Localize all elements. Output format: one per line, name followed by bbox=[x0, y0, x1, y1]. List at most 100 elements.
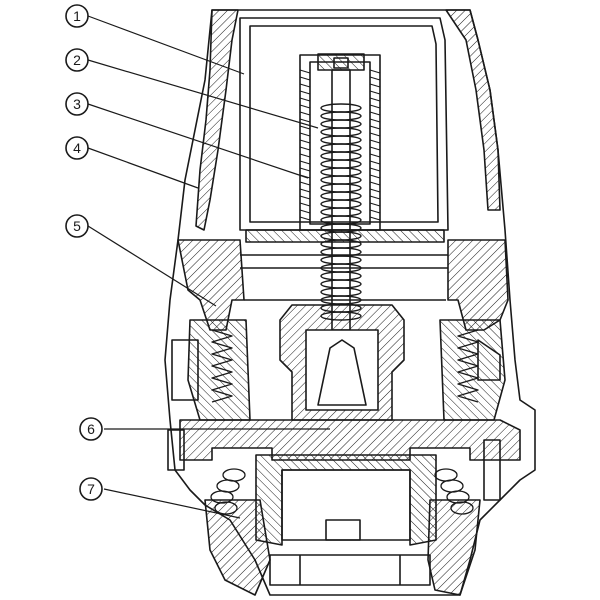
base-right-fitting bbox=[427, 499, 481, 596]
right-thread-block bbox=[439, 319, 506, 421]
leader-line-1 bbox=[87, 15, 245, 75]
sleeve-rib bbox=[299, 167, 311, 172]
sleeve-rib bbox=[369, 132, 381, 137]
spring-coil bbox=[320, 287, 362, 297]
left-mid-body bbox=[177, 239, 245, 331]
sleeve-rib bbox=[299, 76, 311, 81]
sleeve-rib bbox=[369, 188, 381, 193]
callout-3-label: 3 bbox=[73, 96, 81, 112]
sleeve-rib bbox=[299, 118, 311, 123]
sleeve-rib bbox=[369, 104, 381, 109]
sleeve-rib bbox=[299, 125, 311, 130]
sleeve-rib bbox=[369, 125, 381, 130]
sleeve-rib bbox=[369, 76, 381, 81]
sleeve-rib bbox=[299, 69, 311, 74]
callout-5-circle bbox=[65, 214, 89, 238]
sleeve-rib bbox=[369, 195, 381, 200]
sleeve-rib bbox=[369, 111, 381, 116]
leader-line-2 bbox=[87, 59, 319, 129]
spring-coil bbox=[320, 207, 362, 217]
base-left-fitting bbox=[204, 499, 271, 596]
sleeve-rib bbox=[299, 209, 311, 214]
bottom-cup-inner bbox=[281, 469, 411, 541]
callout-2-circle bbox=[65, 48, 89, 72]
callout-4-label: 4 bbox=[73, 140, 81, 156]
inner-shell bbox=[239, 17, 449, 231]
left-side-nipple bbox=[167, 429, 185, 471]
spring-coil bbox=[320, 127, 362, 137]
sleeve-rib bbox=[369, 83, 381, 88]
sleeve-rib bbox=[369, 153, 381, 158]
sleeve-rib bbox=[369, 216, 381, 221]
sleeve-rib bbox=[369, 167, 381, 172]
left-housing-wall bbox=[195, 9, 239, 231]
inner-shell-liner bbox=[249, 25, 439, 223]
sleeve-rib bbox=[369, 160, 381, 165]
sleeve-rib bbox=[369, 90, 381, 95]
spring-coil bbox=[320, 135, 362, 145]
sleeve-rib bbox=[299, 160, 311, 165]
callout-7-circle bbox=[79, 477, 103, 501]
sleeve-rib bbox=[369, 69, 381, 74]
base-bottom-ring bbox=[269, 554, 431, 586]
leader-line-5 bbox=[87, 225, 217, 307]
drawing-body bbox=[164, 9, 536, 596]
lower-valve-body bbox=[179, 419, 521, 461]
callout-3-circle bbox=[65, 92, 89, 116]
spring-coil bbox=[320, 143, 362, 153]
spring-sleeve bbox=[299, 54, 381, 231]
piston-core bbox=[305, 329, 379, 411]
sleeve-rib bbox=[299, 202, 311, 207]
stem-top-slot bbox=[333, 57, 349, 69]
left-lock-tab bbox=[171, 339, 199, 401]
callout-5-label: 5 bbox=[73, 218, 81, 234]
sleeve-rib bbox=[369, 181, 381, 186]
spring-coil bbox=[320, 271, 362, 281]
sleeve-rib bbox=[299, 195, 311, 200]
sleeve-rib bbox=[369, 118, 381, 123]
sleeve-rib bbox=[299, 132, 311, 137]
right-mid-body bbox=[447, 239, 509, 331]
right-side-nipple bbox=[483, 439, 501, 501]
sleeve-rib bbox=[299, 90, 311, 95]
sleeve-rib bbox=[369, 202, 381, 207]
callout-2-label: 2 bbox=[73, 52, 81, 68]
sleeve-rib bbox=[299, 153, 311, 158]
callout-labels: 1 2 3 4 5 6 7 bbox=[73, 8, 95, 497]
spring-coil bbox=[320, 151, 362, 161]
sleeve-rib bbox=[299, 83, 311, 88]
callout-1-label: 1 bbox=[73, 8, 81, 24]
spring-coil bbox=[320, 255, 362, 265]
sleeve-rib bbox=[299, 97, 311, 102]
callout-1-circle bbox=[65, 4, 89, 28]
stem-top-cap bbox=[317, 53, 365, 71]
callout-7-label: 7 bbox=[87, 481, 95, 497]
sleeve-rib bbox=[369, 97, 381, 102]
sleeve-rib bbox=[299, 216, 311, 221]
sleeve-rib bbox=[369, 174, 381, 179]
sleeve-rib bbox=[299, 139, 311, 144]
right-housing-wall bbox=[445, 9, 501, 211]
piston-cone bbox=[317, 339, 367, 406]
callout-6-circle bbox=[79, 417, 103, 441]
spring-coil bbox=[320, 167, 362, 177]
bottom-right-coils bbox=[434, 468, 474, 515]
sleeve-ribs bbox=[299, 69, 381, 221]
spring-coil bbox=[320, 111, 362, 121]
spring-coil bbox=[320, 103, 362, 113]
spring-coil bbox=[320, 311, 362, 321]
callout-4-circle bbox=[65, 136, 89, 160]
sleeve-rib bbox=[299, 181, 311, 186]
leader-lines bbox=[87, 15, 330, 519]
sleeve-rib bbox=[299, 111, 311, 116]
right-lock-tab bbox=[477, 339, 501, 381]
bottom-cup bbox=[255, 454, 437, 546]
sleeve-rib bbox=[369, 209, 381, 214]
spring-coil bbox=[320, 191, 362, 201]
callout-6-label: 6 bbox=[87, 421, 95, 437]
sleeve-rib bbox=[369, 139, 381, 144]
left-thread-teeth bbox=[211, 329, 233, 403]
bottom-left-coils bbox=[210, 468, 246, 515]
sleeve-rib bbox=[299, 104, 311, 109]
